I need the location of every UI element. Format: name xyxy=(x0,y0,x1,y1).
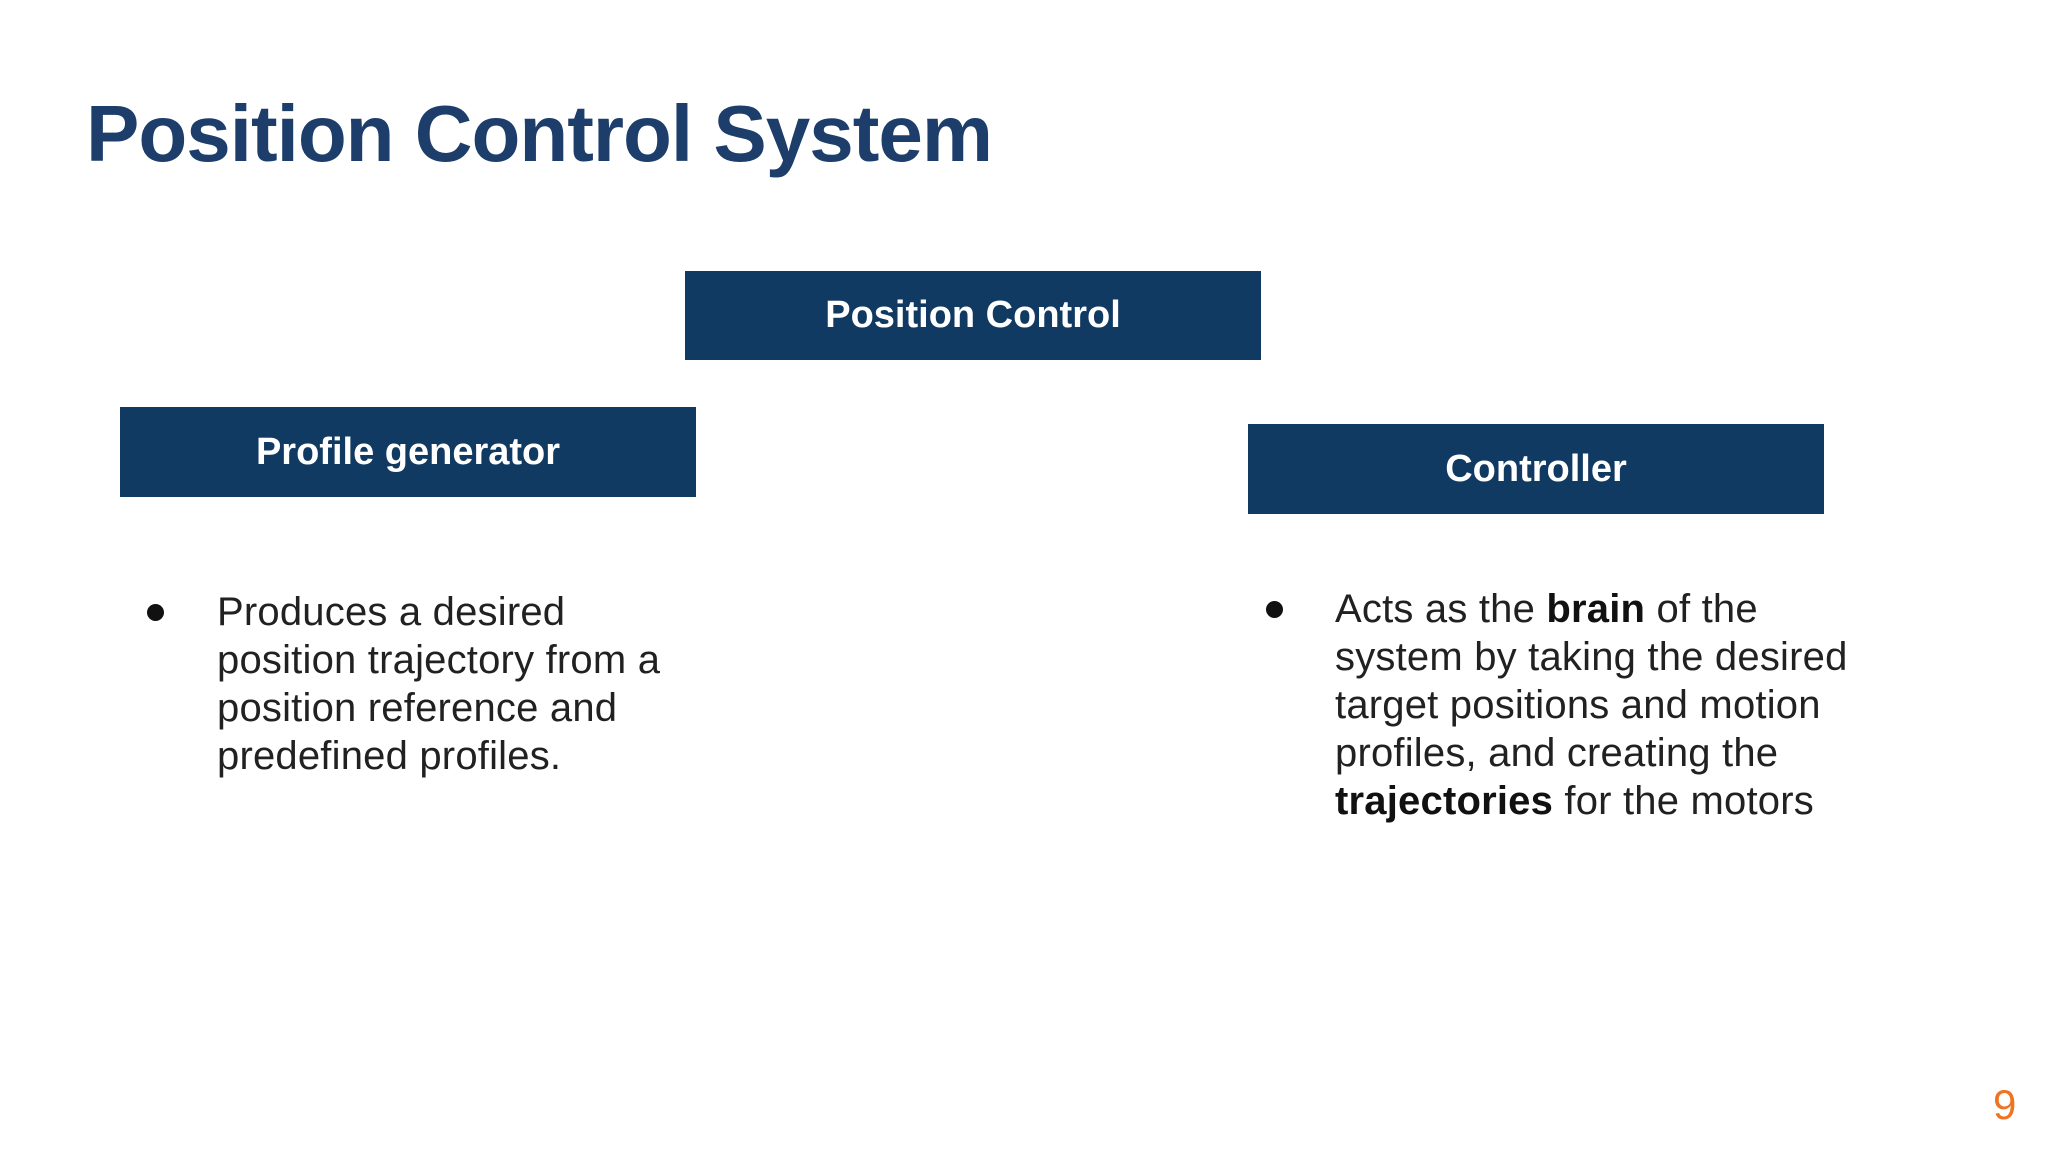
diagram-box-label: Position Control xyxy=(825,294,1121,336)
slide-title: Position Control System xyxy=(86,88,993,178)
bullet-line: profiles, and creating the xyxy=(1335,731,1779,775)
bullet-dot xyxy=(1266,601,1283,618)
bullet-line-bold-word: brain xyxy=(1546,587,1646,631)
bullet-line-segment: of the xyxy=(1645,587,1758,631)
bullet-item-controller: Acts as the brain of the system by takin… xyxy=(1335,585,1848,825)
bullet-line: trajectories for the motors xyxy=(1335,777,1848,825)
diagram-box-profile-generator: Profile generator xyxy=(120,407,696,497)
bullet-line: Acts as the brain of the xyxy=(1335,585,1848,633)
bullet-dot xyxy=(147,604,164,621)
bullet-line: Produces a desired xyxy=(217,590,566,634)
bullet-line-segment: Acts as the xyxy=(1335,587,1547,631)
bullet-line: target positions and motion xyxy=(1335,683,1821,727)
bullet-line-bold-word: trajectories xyxy=(1335,779,1554,823)
page-number: 9 xyxy=(1993,1081,2017,1128)
bullet-line: position reference and xyxy=(217,686,618,730)
bullet-line: position trajectory from a xyxy=(217,638,661,682)
bullet-line-segment: for the motors xyxy=(1553,779,1814,823)
bullet-line: predefined profiles. xyxy=(217,734,562,778)
diagram-box-controller: Controller xyxy=(1248,424,1824,514)
diagram-box-label: Profile generator xyxy=(255,430,561,473)
diagram-box-position-control: Position Control xyxy=(685,271,1261,360)
bullet-item-profile-generator: Produces a desired position trajectory f… xyxy=(217,588,660,780)
diagram-box-label: Controller xyxy=(1445,447,1627,490)
bullet-line: system by taking the desired xyxy=(1335,635,1848,679)
